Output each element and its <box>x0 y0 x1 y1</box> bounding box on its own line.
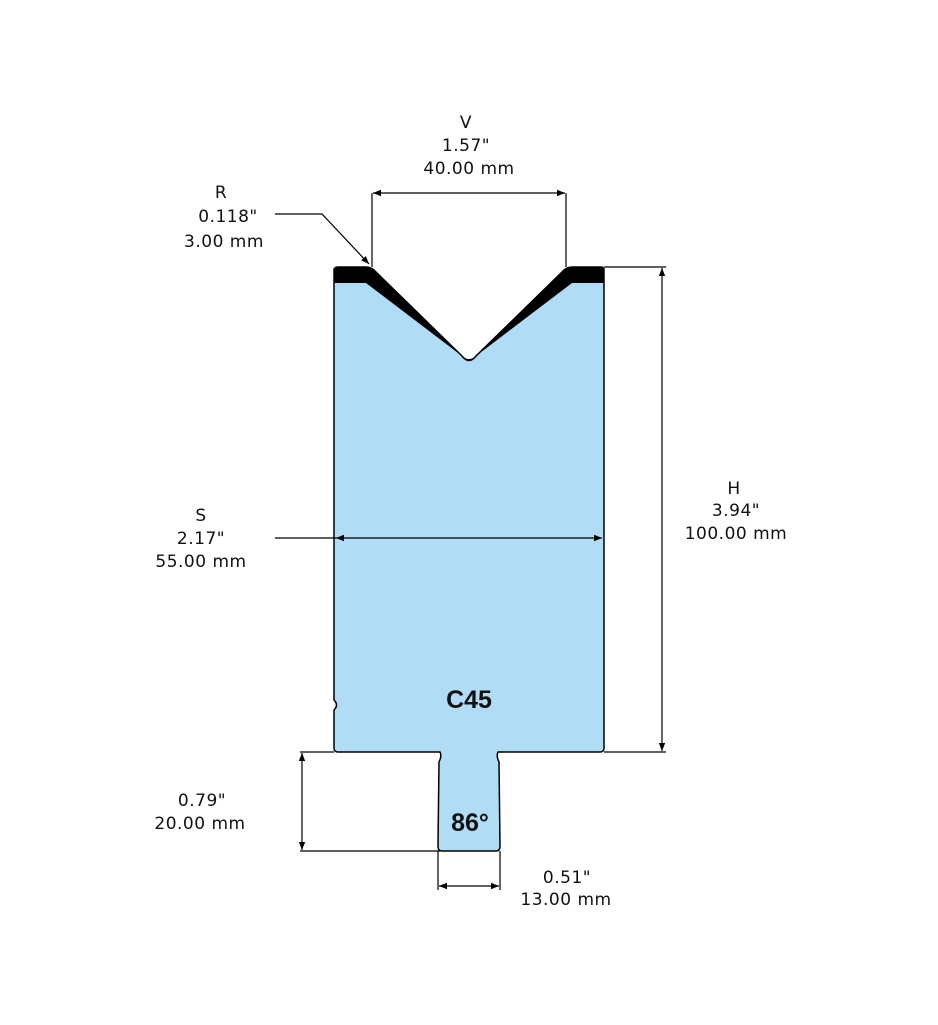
v-mm: 40.00 mm <box>423 159 514 179</box>
r-label: R <box>215 183 227 203</box>
tang-height-inch: 0.79" <box>178 791 226 811</box>
tang-width-inch: 0.51" <box>543 868 591 888</box>
tang-width-mm: 13.00 mm <box>520 890 611 910</box>
r-mm: 3.00 mm <box>184 232 264 252</box>
tang-width-dimension: 0.51" 13.00 mm <box>437 851 611 910</box>
h-inch: 3.94" <box>712 501 760 521</box>
v-dimension: V 1.57" 40.00 mm <box>371 113 567 267</box>
h-label: H <box>727 479 740 499</box>
die-body <box>333 266 605 852</box>
h-dimension: H 3.94" 100.00 mm <box>604 266 788 753</box>
material-label: C45 <box>446 686 492 714</box>
v-label: V <box>460 113 472 133</box>
tang-height-mm: 20.00 mm <box>154 814 245 834</box>
s-label: S <box>195 506 206 526</box>
s-inch: 2.17" <box>177 529 225 549</box>
s-mm: 55.00 mm <box>155 552 246 572</box>
angle-label: 86° <box>451 809 489 837</box>
r-inch: 0.118" <box>198 207 258 227</box>
tang-height-dimension: 0.79" 20.00 mm <box>154 751 440 852</box>
r-dimension: R 0.118" 3.00 mm <box>184 183 370 265</box>
h-mm: 100.00 mm <box>685 524 788 544</box>
s-dimension: S 2.17" 55.00 mm <box>155 506 602 572</box>
hardened-layer <box>334 267 604 361</box>
v-inch: 1.57" <box>442 136 490 156</box>
